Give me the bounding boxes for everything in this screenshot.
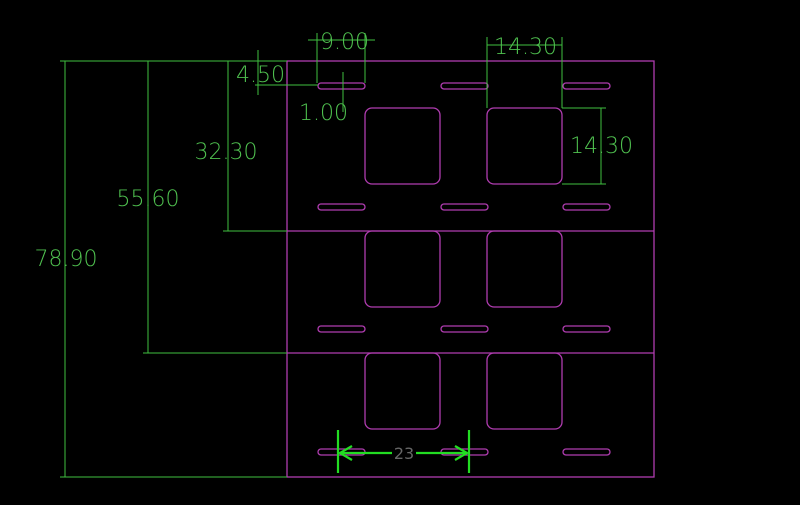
dimension-slot-width: 1.00 <box>299 72 348 126</box>
dimension-square-height: 14.30 <box>562 107 633 185</box>
square-cutout <box>486 352 563 430</box>
dimension-square-width: 14.30 <box>486 35 563 108</box>
outer-rect <box>286 60 655 478</box>
dimension-two-rows: 55.60 <box>117 61 287 354</box>
square-cutouts <box>364 107 563 430</box>
dim-label: 14.30 <box>494 35 557 60</box>
dim-label: 55.60 <box>117 187 180 212</box>
slot <box>317 82 366 90</box>
dim-label: 23 <box>394 444 414 463</box>
square-cutout <box>364 352 441 430</box>
part-outline <box>286 60 655 478</box>
dim-label: 4.50 <box>236 63 285 88</box>
dimension-slot-length: 9.00 <box>308 30 375 83</box>
dimension-slot-offset: 4.50 <box>236 50 318 95</box>
slots <box>317 82 611 456</box>
slot <box>562 448 611 456</box>
slot <box>562 203 611 211</box>
slot <box>317 325 366 333</box>
square-cutout <box>486 230 563 308</box>
slot <box>440 325 489 333</box>
dimension-row-height: 32.30 <box>195 61 287 232</box>
slot <box>440 203 489 211</box>
dim-label: 78.90 <box>35 247 98 272</box>
dim-label: 32.30 <box>195 140 258 165</box>
dim-label: 14.30 <box>570 134 633 159</box>
square-cutout <box>364 107 441 185</box>
dim-label: 1.00 <box>299 101 348 126</box>
slot <box>562 82 611 90</box>
slot <box>317 203 366 211</box>
square-cutout <box>486 107 563 185</box>
dimension-total-height: 78.90 <box>35 60 287 478</box>
slot <box>440 82 489 90</box>
dimension-slot-pitch: 23 <box>336 430 471 473</box>
square-cutout <box>364 230 441 308</box>
slot <box>562 325 611 333</box>
dim-label: 9.00 <box>320 30 369 55</box>
